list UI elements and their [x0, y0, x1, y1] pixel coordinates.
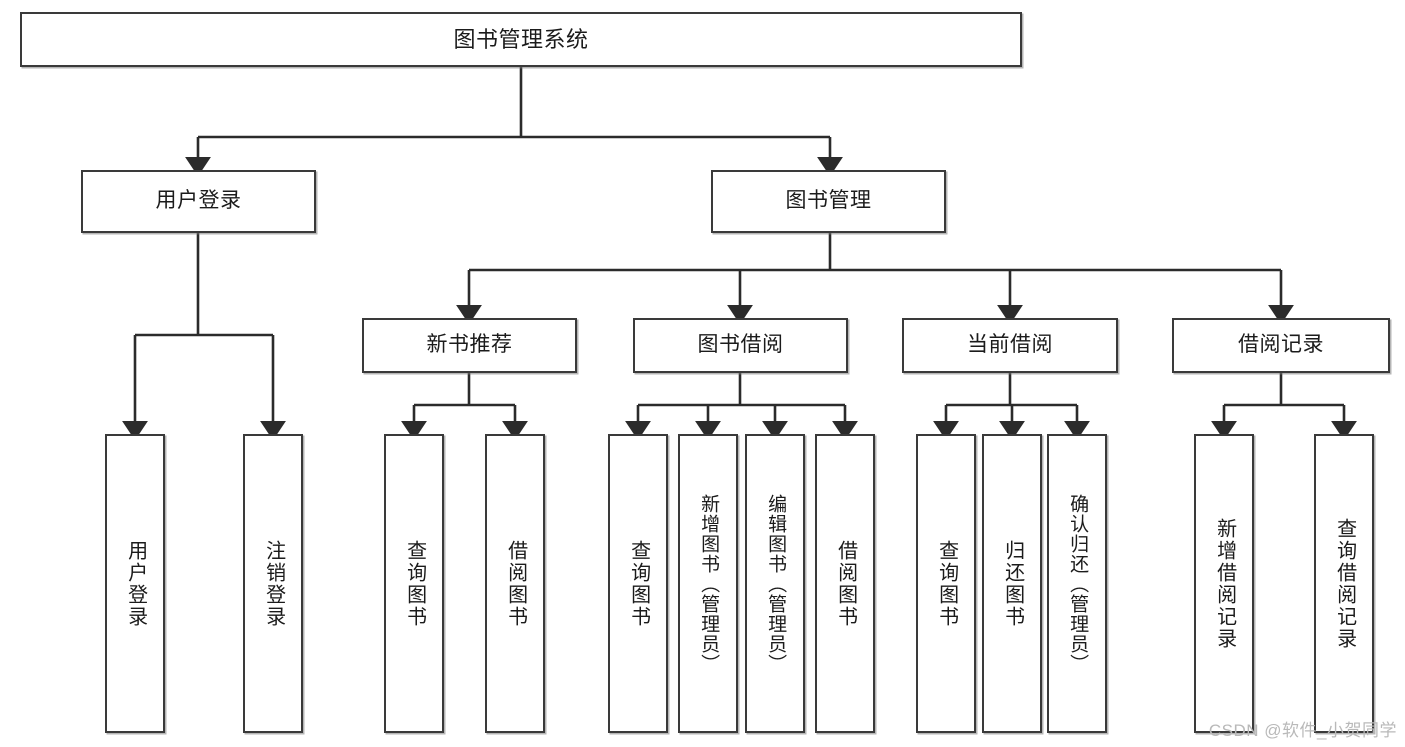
leaf-query-borrow-record[interactable]: 查询借阅记录	[1314, 434, 1374, 733]
node-borrow-record[interactable]: 借阅记录	[1172, 318, 1390, 373]
leaf-edit-book-admin[interactable]: 编辑图书（管理员）	[745, 434, 805, 733]
leaf-add-book-admin[interactable]: 新增图书（管理员）	[678, 434, 738, 733]
node-book-management[interactable]: 图书管理	[711, 170, 946, 233]
leaf-query-book-newbook[interactable]: 查询图书	[384, 434, 444, 733]
node-label: 确认归还（管理员）	[1067, 493, 1089, 674]
node-label: 归还图书	[1001, 539, 1024, 628]
leaf-query-book-current[interactable]: 查询图书	[916, 434, 976, 733]
node-current-borrow[interactable]: 当前借阅	[902, 318, 1118, 373]
watermark: CSDN @软件_小贺同学	[1208, 721, 1397, 740]
leaf-confirm-return-admin[interactable]: 确认归还（管理员）	[1047, 434, 1107, 733]
node-label: 借阅图书	[834, 539, 857, 628]
node-label: 图书管理	[785, 189, 872, 213]
node-user-login[interactable]: 用户登录	[81, 170, 316, 233]
node-label: 图书管理系统	[453, 26, 589, 52]
node-label: 查询图书	[403, 539, 426, 628]
node-label: 当前借阅	[967, 333, 1053, 357]
leaf-logout[interactable]: 注销登录	[243, 434, 303, 733]
leaf-borrow-book-newbook[interactable]: 借阅图书	[485, 434, 545, 733]
node-new-book-recommend[interactable]: 新书推荐	[362, 318, 577, 373]
leaf-borrow-book[interactable]: 借阅图书	[815, 434, 875, 733]
node-label: 借阅记录	[1238, 333, 1324, 357]
leaf-user-login[interactable]: 用户登录	[105, 434, 165, 733]
node-label: 查询借阅记录	[1333, 517, 1356, 650]
node-label: 编辑图书（管理员）	[765, 493, 787, 674]
node-label: 用户登录	[155, 189, 242, 213]
node-label: 查询图书	[935, 539, 958, 628]
node-label: 新增图书（管理员）	[698, 493, 720, 674]
node-label: 查询图书	[627, 539, 650, 628]
node-label: 用户登录	[124, 539, 147, 628]
node-label: 借阅图书	[504, 539, 527, 628]
leaf-add-borrow-record[interactable]: 新增借阅记录	[1194, 434, 1254, 733]
node-book-borrow[interactable]: 图书借阅	[633, 318, 848, 373]
leaf-query-book-borrow[interactable]: 查询图书	[608, 434, 668, 733]
node-root-system[interactable]: 图书管理系统	[20, 12, 1022, 67]
node-label: 注销登录	[262, 539, 285, 628]
leaf-return-book[interactable]: 归还图书	[982, 434, 1042, 733]
node-label: 新书推荐	[426, 333, 513, 357]
node-label: 新增借阅记录	[1213, 517, 1236, 650]
node-label: 图书借阅	[697, 333, 784, 357]
